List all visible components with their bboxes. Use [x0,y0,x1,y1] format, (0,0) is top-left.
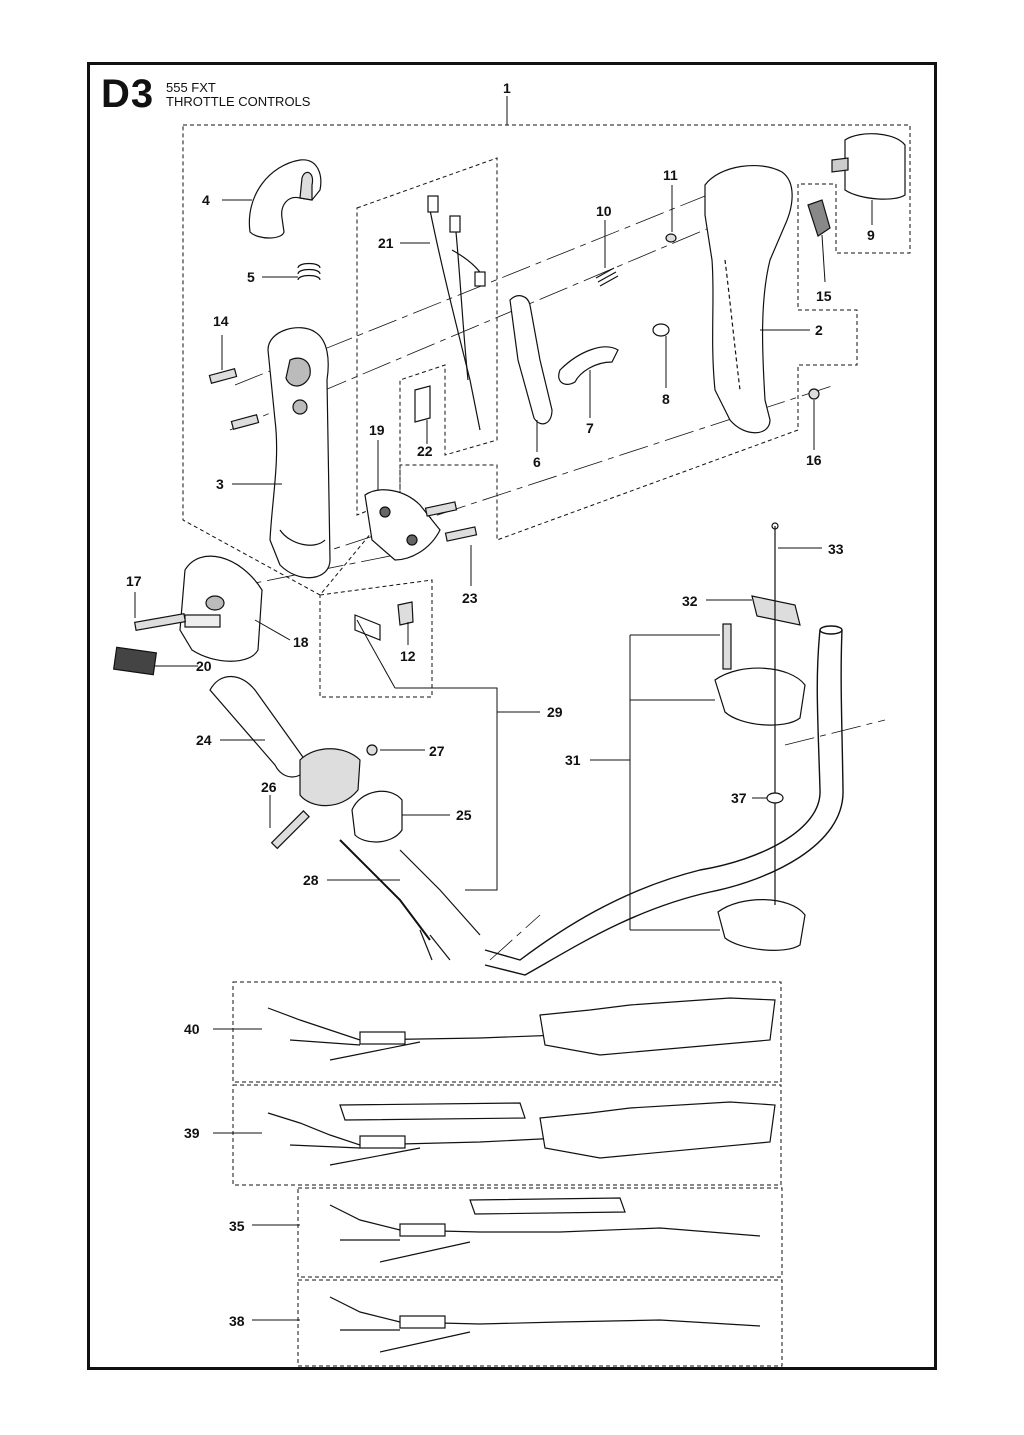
callout-16: 16 [806,452,822,468]
callout-14: 14 [213,313,229,329]
group-39-outline [232,1084,782,1186]
part-6-throttle-lever [509,295,553,425]
part-27-nut [366,744,378,756]
part-18-housing [179,555,263,662]
callout-33: 33 [828,541,844,557]
callout-6: 6 [533,454,541,470]
callout-20: 20 [196,658,212,674]
part-3-handle-half [267,327,331,579]
page-code: D3 [101,72,155,116]
group-40-outline [232,981,782,1083]
callout-21: 21 [378,235,394,251]
callout-35: 35 [229,1218,245,1234]
part-10-spring [595,267,619,287]
part-31-clamp-top [714,667,806,726]
callout-3: 3 [216,476,224,492]
page-frame [87,62,937,1370]
part-8-ring [652,323,670,337]
callout-39: 39 [184,1125,200,1141]
callout-4: 4 [202,192,210,208]
callout-38: 38 [229,1313,245,1329]
part-25-clamp [351,790,403,843]
callout-29: 29 [547,704,563,720]
callout-18: 18 [293,634,309,650]
part-33-bolt [771,522,779,905]
model-name: 555 FXT [166,80,216,95]
part-32-pad [751,595,801,626]
callout-7: 7 [586,420,594,436]
callout-2: 2 [815,322,823,338]
part-15-clip [807,199,831,237]
callout-labels: 1 2 3 4 5 6 7 8 9 10 11 12 14 15 16 17 1… [126,80,875,1329]
callout-12: 12 [400,648,416,664]
cable-assembly-38 [329,1296,761,1353]
part-17-screw [133,613,187,631]
callout-28: 28 [303,872,319,888]
part-9-guard [831,133,906,200]
part-7-lockout [558,346,619,385]
part-4-trigger [248,159,322,239]
cable-assembly-39 [267,1101,776,1166]
callout-15: 15 [816,288,832,304]
callout-25: 25 [456,807,472,823]
section-title: THROTTLE CONTROLS [166,94,311,109]
leader-lines [134,96,873,1321]
group-38-outline [297,1279,783,1367]
group-35-outline [297,1187,783,1278]
part-23-screws [424,501,478,542]
callout-40: 40 [184,1021,200,1037]
cable-assembly-40 [267,997,776,1061]
part-19-cable-holder [364,489,441,561]
callout-5: 5 [247,269,255,285]
callout-22: 22 [417,443,433,459]
callout-32: 32 [682,593,698,609]
part-22-clip [414,385,431,423]
callout-31: 31 [565,752,581,768]
callout-8: 8 [662,391,670,407]
part-31-screw [722,623,732,670]
handlebar [484,625,844,976]
part-12-nut [354,601,414,641]
callout-26: 26 [261,779,277,795]
callout-17: 17 [126,573,142,589]
callout-19: 19 [369,422,385,438]
part-16-nut [808,388,820,400]
callout-11: 11 [663,167,678,183]
part-11-pin [665,233,677,243]
callout-37: 37 [731,790,747,806]
callout-9: 9 [867,227,875,243]
callout-1: 1 [503,80,511,96]
part-31-clamp-bottom [717,899,806,951]
callout-10: 10 [596,203,612,219]
part-37-washer [766,792,784,804]
part-2-handle-half [704,165,793,434]
part-5-spring [297,262,321,281]
part-14-screw [208,368,260,430]
part-26-screw [270,810,310,850]
part-20-switch [112,646,158,676]
part-21-wire-harness [427,195,486,431]
part-28-cable [339,839,481,961]
callout-23: 23 [462,590,478,606]
callout-27: 27 [429,743,445,759]
part-24-grip [209,676,361,807]
callout-24: 24 [196,732,212,748]
cable-assembly-35 [329,1197,761,1263]
